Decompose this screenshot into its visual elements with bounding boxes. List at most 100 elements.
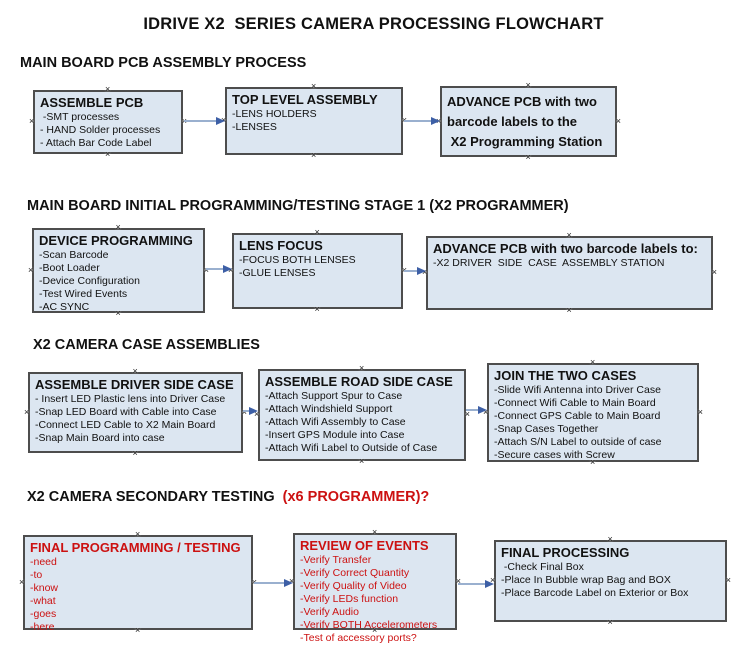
box-items: -LENS HOLDERS-LENSES [227, 108, 401, 134]
box-item: -here [30, 621, 55, 633]
box-items: -SMT processes- HAND Solder processes- A… [35, 111, 181, 150]
connection-point-icon: × [697, 406, 703, 417]
arrow-shaft [254, 582, 284, 584]
arrowhead-icon [417, 267, 426, 275]
arrow-shaft [404, 270, 417, 272]
box-item: -what [30, 595, 56, 607]
connection-point-icon: × [607, 534, 613, 544]
connection-point-icon: × [372, 527, 378, 537]
box-item: -Place Barcode Label on Exterior or Box [501, 587, 689, 599]
flow-arrow [184, 117, 225, 125]
connection-point-icon: × [359, 363, 365, 373]
flow-box-assemble-driver-side-case: ASSEMBLE DRIVER SIDE CASE - Insert LED P… [24, 367, 247, 458]
connection-point-icon: × [455, 575, 461, 586]
box-item: -Verify Correct Quantity [300, 567, 410, 579]
box-item: -Insert GPS Module into Case [265, 429, 405, 441]
box-item: -Verify BOTH Accelerometers [300, 619, 438, 631]
connection-point-icon: × [464, 409, 470, 419]
flow-box-lens-focus: LENS FOCUS -FOCUS BOTH LENSES-GLUE LENSE… [228, 228, 407, 314]
box-item: -Slide Wifi Antenna into Driver Case [494, 384, 661, 396]
box-item: - Insert LED Plastic lens into Driver Ca… [35, 393, 226, 405]
flow-box-top-level-assembly: TOP LEVEL ASSEMBLY -LENS HOLDERS-LENSES … [221, 82, 407, 160]
flow-box-final-programming-testing: FINAL PROGRAMMING / TESTING -need-to-kno… [19, 530, 257, 635]
connection-point-icon: × [566, 230, 572, 240]
box-item: -SMT processes [40, 111, 120, 123]
arrow-shaft [404, 120, 431, 122]
connection-point-icon: × [135, 529, 141, 539]
arrowhead-icon [431, 117, 440, 125]
flow-box-assemble-pcb: ASSEMBLE PCB -SMT processes- HAND Solder… [29, 85, 187, 159]
connection-point-icon: × [725, 575, 731, 585]
arrowhead-icon [216, 117, 225, 125]
connection-point-icon: × [105, 84, 111, 94]
connection-point-icon: × [314, 227, 320, 237]
connection-point-icon: × [132, 366, 138, 376]
connection-point-icon: × [28, 264, 34, 275]
box-item: -Connect Wifi Cable to Main Board [494, 397, 656, 409]
box-item: -Snap Cases Together [494, 423, 599, 435]
section-title-initial-programming: MAIN BOARD INITIAL PROGRAMMING/TESTING S… [27, 198, 569, 214]
box-item: -Attach Wifi Label to Outside of Case [265, 442, 438, 454]
flow-arrow [254, 579, 293, 587]
section-title-case-assemblies: X2 CAMERA CASE ASSEMBLIES [33, 337, 260, 353]
box-item: -need [30, 556, 57, 568]
box-title: JOIN THE TWO CASES [494, 368, 637, 383]
box-item: -Secure cases with Screw [494, 449, 615, 461]
arrowhead-icon [223, 265, 232, 273]
box-title: REVIEW OF EVENTS [300, 538, 429, 553]
page-title: IDRIVE X2 SERIES CAMERA PROCESSING FLOWC… [143, 15, 604, 33]
connection-point-icon: × [132, 448, 138, 458]
arrowhead-icon [284, 579, 293, 587]
flow-box-review-of-events: REVIEW OF EVENTS -Verify Transfer-Verify… [289, 528, 461, 645]
box-items: -Scan Barcode-Boot Loader-Device Configu… [34, 249, 203, 314]
box-item: -Connect LED Cable to X2 Main Board [35, 419, 216, 431]
box-title: ASSEMBLE DRIVER SIDE CASE [35, 377, 234, 392]
box-item: -Scan Barcode [39, 249, 109, 261]
flow-box-join-the-two-cases: JOIN THE TWO CASES -Slide Wifi Antenna i… [483, 358, 703, 467]
connection-point-icon: × [252, 577, 257, 587]
flow-box-final-processing: FINAL PROCESSING -Check Final Box-Place … [490, 535, 731, 627]
box-item: -Snap LED Board with Cable into Case [35, 406, 217, 418]
connection-point-icon: × [19, 576, 25, 587]
connection-point-icon: × [615, 115, 621, 126]
box-items: -Attach Support Spur to Case-Attach Wind… [260, 390, 464, 455]
box-title: TOP LEVEL ASSEMBLY [232, 92, 378, 107]
box-item: -Snap Main Board into case [35, 432, 165, 444]
box-item: -Boot Loader [39, 262, 100, 274]
arrow-shaft [458, 583, 485, 585]
connection-point-icon: × [607, 617, 613, 627]
flow-box-advance-to-driver-side-station: ADVANCE PCB with two barcode labels to: … [422, 231, 717, 315]
arrow-shaft [206, 268, 223, 270]
flow-arrow [206, 265, 232, 273]
box-item: -Device Configuration [39, 275, 140, 287]
arrowhead-icon [478, 406, 487, 414]
box-items: -Verify Transfer-Verify Correct Quantity… [295, 554, 455, 645]
arrowhead-icon [485, 580, 494, 588]
box-item: - HAND Solder processes [40, 124, 161, 136]
flow-arrow [404, 117, 440, 125]
connection-point-icon: × [314, 304, 320, 314]
connection-point-icon: × [359, 456, 365, 466]
section-title-pcb-assembly: MAIN BOARD PCB ASSEMBLY PROCESS [20, 55, 307, 71]
box-item: -Attach Wifi Assembly to Case [265, 416, 406, 428]
box-item: -Attach Support Spur to Case [265, 390, 403, 402]
connection-point-icon: × [105, 149, 111, 159]
section-title-black-part: X2 CAMERA SECONDARY TESTING [27, 489, 279, 505]
connection-point-icon: × [590, 357, 596, 367]
box-title: LENS FOCUS [239, 238, 323, 253]
box-item: -Attach S/N Label to outside of case [494, 436, 662, 448]
box-item: -Test of accessory ports? [300, 632, 417, 644]
box-items: - Insert LED Plastic lens into Driver Ca… [30, 393, 241, 445]
box-item: -Verify Transfer [300, 554, 372, 566]
box-title: ASSEMBLE ROAD SIDE CASE [265, 374, 453, 389]
box-item: -know [30, 582, 59, 594]
box-title: ASSEMBLE PCB [40, 95, 144, 110]
box-items: -need-to-know-what-goes-here [25, 556, 251, 634]
box-item: -LENSES [232, 121, 277, 133]
section-title-secondary-testing: X2 CAMERA SECONDARY TESTING (x6 PROGRAMM… [27, 489, 429, 505]
arrow-shaft [243, 410, 249, 412]
box-item: -Verify Audio [300, 606, 359, 618]
arrow-shaft [184, 120, 216, 122]
connection-point-icon: × [115, 308, 121, 318]
section-title-red-part: (x6 PROGRAMMER)? [278, 489, 430, 505]
